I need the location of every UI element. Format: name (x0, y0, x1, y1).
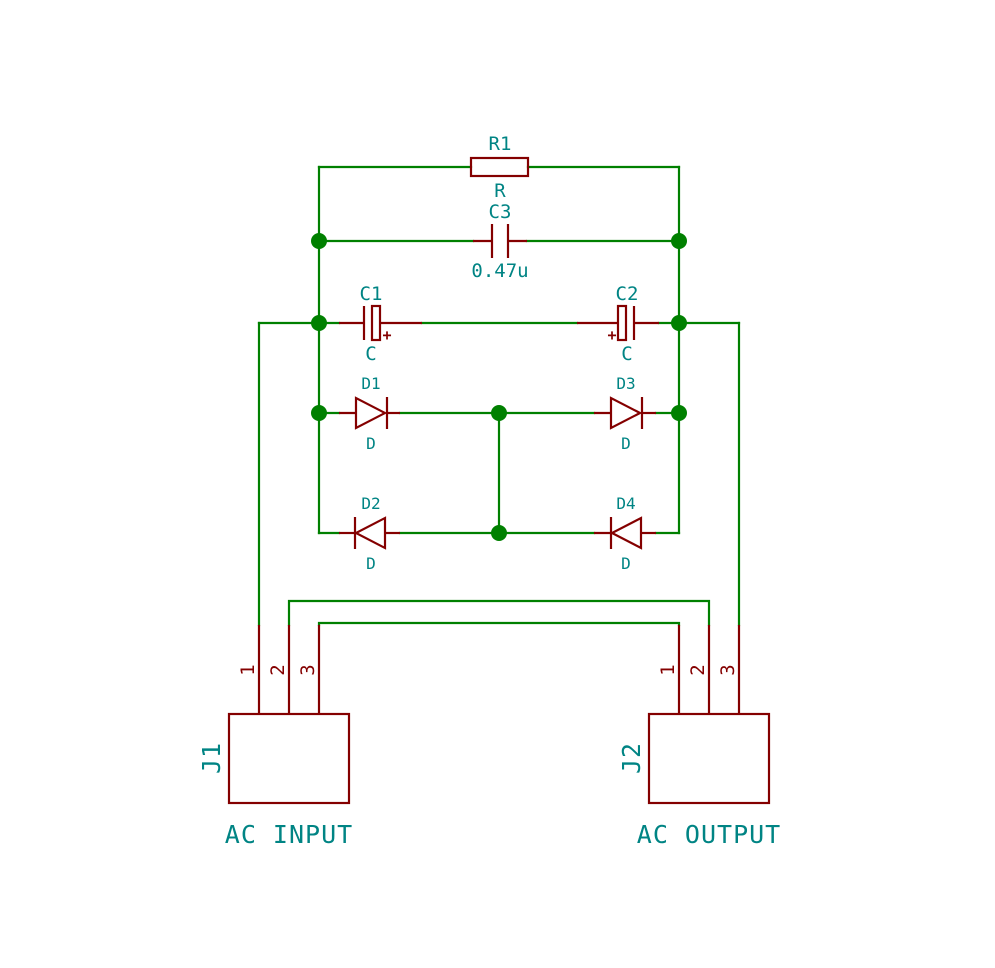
c3-ref: C3 (489, 201, 512, 223)
j2-pin-2: 2 (687, 664, 709, 675)
resistor-r1[interactable]: R1 R (469, 133, 530, 202)
d2-value: D (366, 554, 376, 573)
junction-dot (671, 315, 687, 331)
diode-d4[interactable]: D4 D (594, 494, 656, 573)
d2-ref: D2 (361, 494, 380, 513)
c1-plus: + (382, 326, 391, 344)
capacitor-c3[interactable]: C3 0.47u (471, 201, 528, 282)
j1-pin-3: 3 (297, 664, 319, 675)
d1-value: D (366, 434, 376, 453)
junction-dot (671, 405, 687, 421)
j1-pin-2: 2 (267, 664, 289, 675)
diode-d1[interactable]: D1 D (339, 374, 400, 453)
diode-d3[interactable]: D3 D (594, 374, 656, 453)
c2-plus: + (607, 326, 616, 344)
connector-j2[interactable]: 1 2 3 J2 AC OUTPUT (617, 625, 781, 849)
capacitor-c1[interactable]: + C1 C (339, 283, 422, 365)
r1-value: R (494, 180, 506, 202)
capacitor-c2[interactable]: + C2 C (577, 283, 659, 365)
wires (257, 165, 741, 627)
junction-dot (311, 315, 327, 331)
c2-ref: C2 (616, 283, 639, 305)
junction-dot (311, 405, 327, 421)
d3-value: D (621, 434, 631, 453)
c3-value: 0.47u (471, 260, 528, 282)
j1-label: AC INPUT (225, 820, 353, 849)
d1-ref: D1 (361, 374, 380, 393)
junction-dot (671, 233, 687, 249)
j2-pin-1: 1 (657, 664, 679, 675)
connector-j1[interactable]: 1 2 3 J1 AC INPUT (197, 625, 353, 849)
j2-ref: J2 (617, 742, 646, 774)
junction-dot (491, 525, 507, 541)
j1-ref: J1 (197, 742, 226, 774)
d4-ref: D4 (616, 494, 635, 513)
d4-value: D (621, 554, 631, 573)
c1-ref: C1 (360, 283, 383, 305)
j1-pin-1: 1 (237, 664, 259, 675)
r1-ref: R1 (489, 133, 512, 155)
junction-dot (311, 233, 327, 249)
c2-value: C (621, 343, 632, 365)
junction-dot (491, 405, 507, 421)
d3-ref: D3 (616, 374, 635, 393)
c1-value: C (365, 343, 376, 365)
j2-pin-3: 3 (717, 664, 739, 675)
diode-d2[interactable]: D2 D (339, 494, 400, 573)
junctions (311, 233, 687, 541)
j2-label: AC OUTPUT (637, 820, 781, 849)
